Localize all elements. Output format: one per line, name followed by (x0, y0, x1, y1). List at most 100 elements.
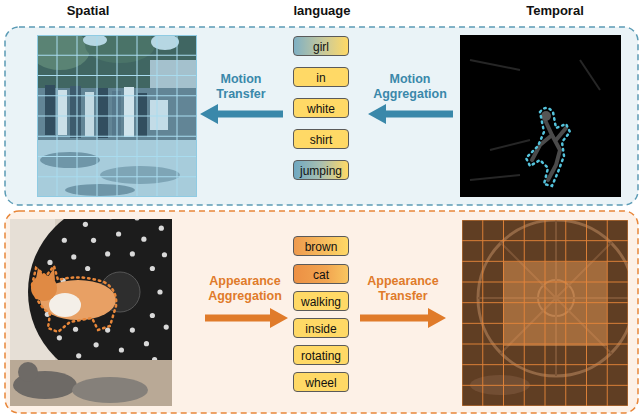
appearance-frame (462, 220, 628, 406)
word-box: white (293, 98, 349, 118)
word-box: walking (293, 291, 349, 311)
column-header: Temporal (495, 3, 615, 19)
appearance-frame (462, 344, 628, 345)
cat-photo (164, 324, 169, 329)
appearance-frame (628, 220, 629, 406)
temporal-frame (532, 120, 566, 180)
cat-photo (134, 219, 139, 221)
word-box: inside (293, 318, 349, 338)
spatial-photo (37, 35, 197, 197)
appearance-frame (462, 261, 628, 262)
word-box: shirt (293, 129, 349, 149)
spatial-photo (37, 136, 197, 137)
column-header: Spatial (28, 3, 148, 19)
spatial-photo (37, 55, 197, 56)
arrow-label: Motion Transfer (195, 72, 287, 102)
word-box: in (293, 67, 349, 87)
arrow-label: Appearance Transfer (357, 274, 449, 304)
cat-photo (162, 252, 167, 257)
motion-aggregation-arrow (368, 104, 453, 124)
spatial-photo (37, 35, 197, 197)
spatial-photo (37, 156, 197, 157)
appearance-frame (462, 220, 628, 406)
appearance-aggregation-arrow (205, 308, 288, 328)
cat-photo (10, 360, 172, 406)
arrow-label: Appearance Aggregation (199, 274, 291, 304)
word-text: girl (313, 38, 329, 56)
appearance-frame (462, 364, 628, 365)
word-box: girl (293, 36, 349, 56)
appearance-frame (462, 323, 628, 324)
cat-photo (18, 362, 38, 382)
cat-photo (62, 238, 67, 243)
cat-photo (141, 237, 146, 242)
spatial-photo (37, 176, 197, 177)
spatial-photo (37, 116, 197, 117)
cat-photo (105, 327, 110, 332)
cat-photo (10, 219, 172, 406)
appearance-frame (462, 220, 628, 406)
cat-photo (119, 347, 124, 352)
cat-photo (150, 313, 155, 318)
spatial-photo (38, 36, 197, 197)
appearance-frame (462, 302, 628, 303)
appearance-frame (524, 220, 525, 406)
temporal-frame (541, 111, 551, 121)
word-text: wheel (305, 374, 336, 392)
spatial-photo (37, 95, 197, 96)
spatial-photo (37, 35, 197, 197)
cat-photo (49, 293, 81, 317)
word-text: cat (313, 266, 329, 284)
word-text: inside (305, 320, 336, 338)
cat-photo (130, 251, 135, 256)
motion-transfer-arrow (200, 104, 283, 124)
spatial-photo (37, 35, 197, 197)
appearance-frame (462, 282, 628, 283)
appearance-frame (462, 240, 628, 241)
cat-photo (72, 377, 148, 403)
word-box: jumping (293, 160, 349, 180)
word-text: in (316, 69, 325, 87)
appearance-frame (607, 220, 608, 406)
arrow-label: Motion Aggregation (364, 72, 456, 102)
appearance-transfer-arrow (360, 308, 446, 328)
spatial-photo (37, 75, 197, 76)
word-text: white (307, 100, 335, 118)
cat-photo (32, 266, 116, 332)
word-text: shirt (310, 131, 333, 149)
appearance-frame (462, 406, 628, 407)
word-text: rotating (301, 347, 341, 365)
word-text: brown (305, 238, 338, 256)
cat-photo (105, 251, 110, 256)
word-box: cat (293, 264, 349, 284)
cat-photo (159, 226, 164, 231)
appearance-frame (586, 220, 587, 406)
appearance-frame (482, 220, 483, 406)
appearance-frame (462, 385, 628, 386)
cat-photo (116, 231, 121, 236)
word-box: wheel (293, 372, 349, 392)
appearance-frame (462, 220, 628, 406)
cat-photo (144, 341, 149, 346)
appearance-frame (462, 220, 628, 221)
cat-photo (71, 254, 76, 259)
cat-photo (94, 342, 99, 347)
temporal-frame (526, 108, 570, 186)
motion-panel (5, 27, 638, 205)
cat-photo (85, 266, 90, 271)
appearance-frame (503, 220, 504, 406)
cat-photo (157, 289, 162, 294)
appearance-frame (545, 220, 546, 406)
word-box: brown (293, 236, 349, 256)
column-header: language (262, 3, 382, 19)
word-text: walking (301, 293, 341, 311)
appearance-frame (503, 262, 607, 346)
cat-photo (28, 219, 172, 384)
cat-photo (108, 219, 113, 220)
appearance-frame (565, 220, 566, 406)
temporal-frame (460, 35, 621, 197)
cat-photo (47, 260, 52, 265)
word-box: rotating (293, 345, 349, 365)
temporal-frame (460, 35, 621, 197)
cat-photo (91, 238, 96, 243)
